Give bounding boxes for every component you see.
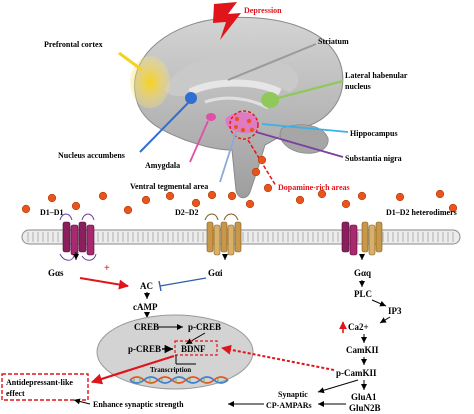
vta-label: Ventral tegmental area [130, 182, 208, 191]
prefrontal-cortex-label: Prefrontal cortex [44, 40, 103, 49]
dopamine-dot [191, 198, 201, 208]
dopamine-dot [245, 199, 255, 209]
dopamine-molecules [21, 155, 458, 215]
dopamine-dot [357, 191, 367, 201]
cp-ampars-label: CP-AMPARs [266, 401, 312, 410]
dopamine-dot [263, 183, 273, 193]
ca2-label: Ca2+ [348, 322, 369, 332]
dopamine-dot [165, 191, 175, 201]
gas-label: Gαs [48, 268, 64, 278]
d2-d2-receptor: D2–D2 [175, 208, 242, 256]
antidepressant-label-1: Antidepressant-like [6, 378, 73, 387]
enhance-label: Enhance synaptic strength [93, 400, 184, 409]
hippocampus-label: Hippocampus [350, 129, 398, 138]
amygdala-region [206, 113, 216, 121]
p-camkii-label: p-CamKII [336, 368, 377, 378]
bdnf-box [174, 340, 218, 356]
dopamine-dot [227, 191, 237, 201]
dopamine-dot [71, 201, 81, 211]
dopamine-dot [47, 193, 57, 203]
d1-d1-receptor: D1–D1 [40, 208, 97, 261]
dopamine-dot [21, 204, 31, 214]
dopamine-dot [435, 189, 445, 199]
dna-helix-icon [129, 376, 229, 384]
d1-d2-heterodimer-receptor: D1–D2 heterodimers [341, 208, 457, 256]
dopamine-dot [341, 199, 351, 209]
dopamine-rich-label: Dopamine-rich areas [278, 183, 350, 192]
creb-label: CREB [134, 322, 159, 332]
dopamine-dot [317, 189, 327, 199]
lightning-bolt-icon [213, 2, 241, 40]
dopamine-dot [98, 191, 108, 201]
antidepressant-label-2: effect [6, 389, 25, 398]
dopamine-dot [251, 167, 261, 177]
dopamine-dot [141, 195, 151, 205]
ip3-label: IP3 [388, 306, 402, 316]
d1-d1-label: D1–D1 [40, 208, 64, 217]
glun2b-label: GluN2B [349, 403, 381, 413]
dopamine-dot [395, 192, 405, 202]
substantia-nigra-label: Substantia nigra [345, 154, 402, 163]
nucleus-accumbens-region [185, 92, 197, 104]
p-creb-right-label: p-CREB [188, 322, 221, 332]
camkii-label: CamKII [346, 345, 379, 355]
plc-label: PLC [354, 289, 372, 299]
lateral-habenular-label-2: nucleus [345, 82, 371, 91]
hippocampus-region [225, 112, 259, 134]
antidepressant-box [1, 373, 89, 401]
ac-label: AC [140, 281, 153, 291]
lateral-habenular-label-1: Lateral habenular [345, 71, 408, 80]
dopamine-dot [295, 195, 305, 205]
dopamine-dot [257, 155, 267, 165]
brain-illustration [130, 16, 344, 199]
dopamine-dot [123, 205, 133, 215]
gaq-label: Gαq [354, 268, 371, 278]
dopamine-dot [207, 190, 217, 200]
p-creb-left-label: p-CREB [128, 344, 161, 354]
amygdala-label: Amygdala [145, 161, 180, 170]
glua1-label: GluA1 [351, 392, 377, 402]
transcription-label: Transcription [150, 366, 191, 374]
d1-d2-label: D1–D2 heterodimers [386, 208, 457, 217]
nucleus-accumbens-label: Nucleus accumbens [58, 151, 125, 160]
dopamine-dot [448, 203, 458, 213]
d2-d2-label: D2–D2 [175, 208, 199, 217]
camp-label: cAMP [133, 302, 158, 312]
activation-plus: + [104, 263, 110, 274]
bdnf-label: BDNF [181, 344, 206, 354]
synaptic-label: Synaptic [278, 390, 308, 399]
depression-label: Depression [244, 6, 282, 15]
habenula-region [261, 92, 279, 108]
gai-label: Gαi [208, 268, 223, 278]
striatum-label: Striatum [318, 37, 349, 46]
